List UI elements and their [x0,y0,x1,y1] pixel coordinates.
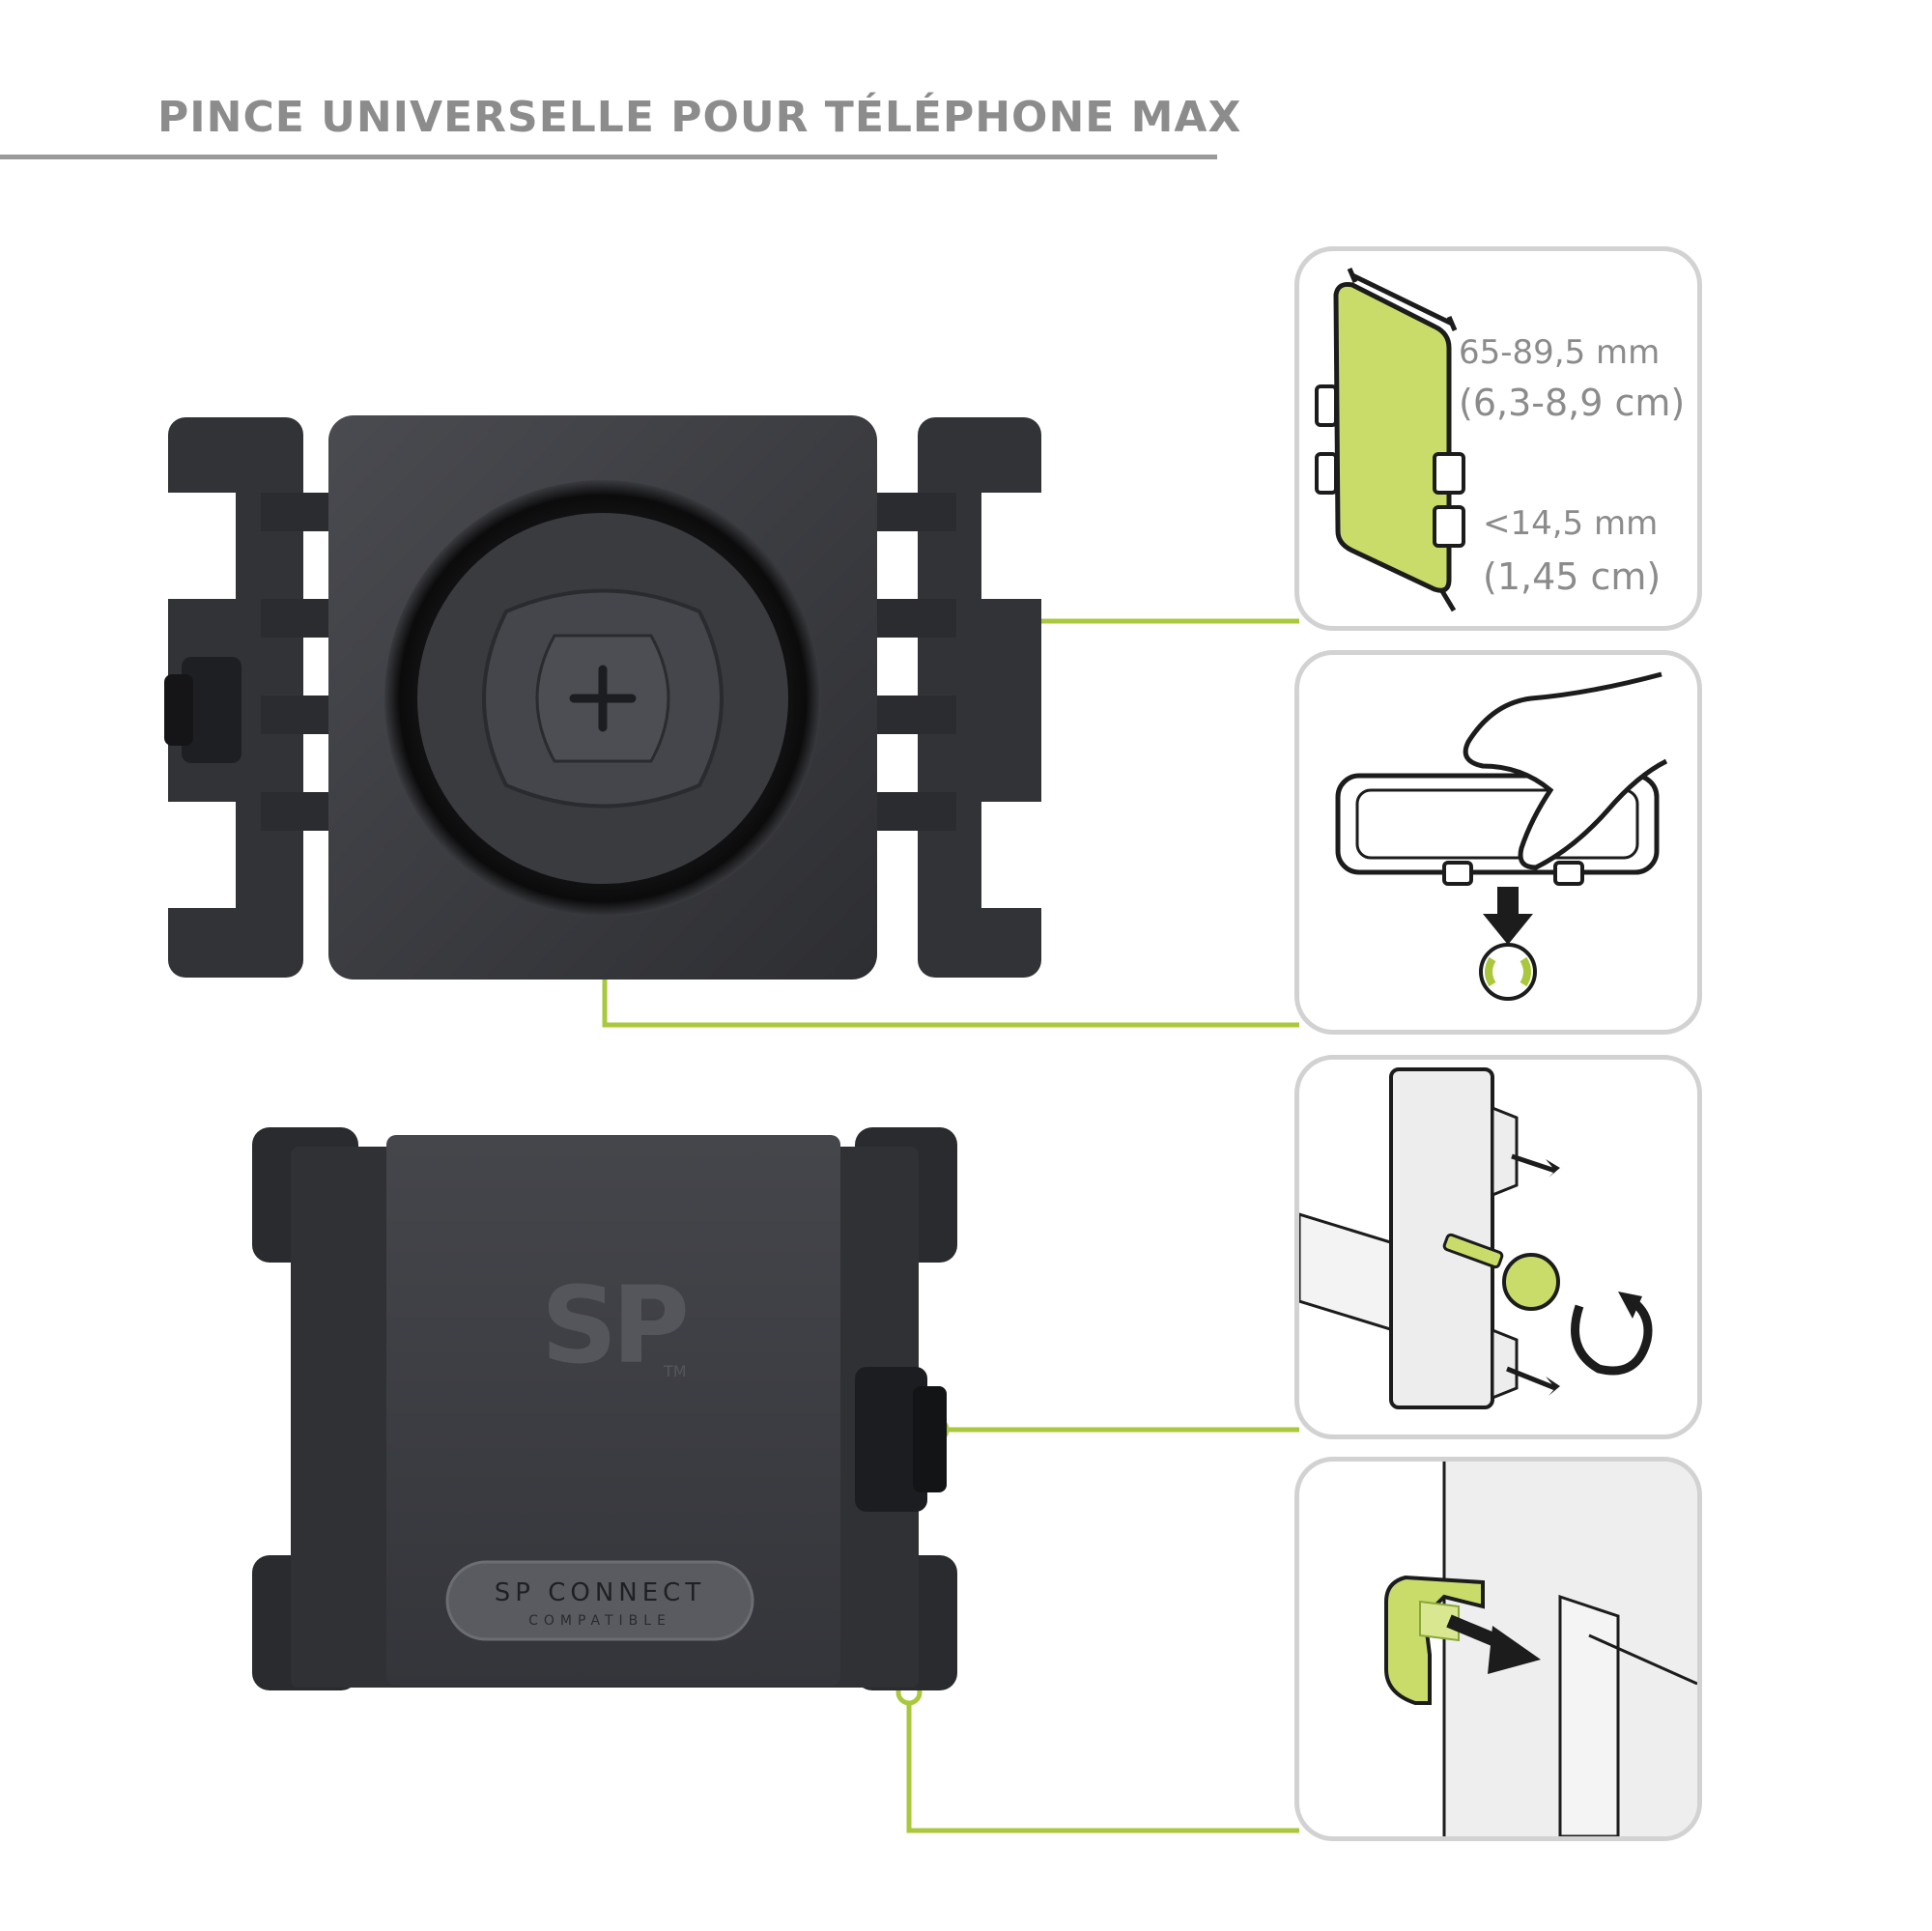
product-back-view: SP TM SP CONNECT COMPATIBLE [252,1127,957,1690]
panel-screw [1294,1055,1702,1439]
leader-line-clip [906,1692,1299,1833]
panel-clip [1294,1457,1702,1841]
dimension-width: 65-89,5 mm [1459,333,1661,372]
sp-logo: SP [541,1264,686,1387]
clip-release-icon [1384,1462,1697,1836]
badge-line-1: SP CONNECT [495,1578,705,1607]
title-underline [0,155,1217,159]
dimension-width-cm: (6,3-8,9 cm) [1459,382,1686,424]
phone-size-icon [1315,268,1465,612]
panel-insert-phone [1294,650,1702,1035]
screw-rotate-icon [1299,1067,1653,1409]
sp-logo-tm: TM [663,1362,687,1380]
dimension-thickness: <14,5 mm [1483,504,1659,543]
product-front-view [164,415,1041,980]
page-title: PINCE UNIVERSELLE POUR TÉLÉPHONE MAX [157,93,1242,142]
dimension-thickness-cm: (1,45 cm) [1483,555,1662,598]
panel-dimensions: 65-89,5 mm (6,3-8,9 cm) <14,5 mm (1,45 c… [1294,246,1702,631]
badge-line-2: COMPATIBLE [528,1613,671,1629]
phone-insert-hand-icon [1335,671,1668,1001]
